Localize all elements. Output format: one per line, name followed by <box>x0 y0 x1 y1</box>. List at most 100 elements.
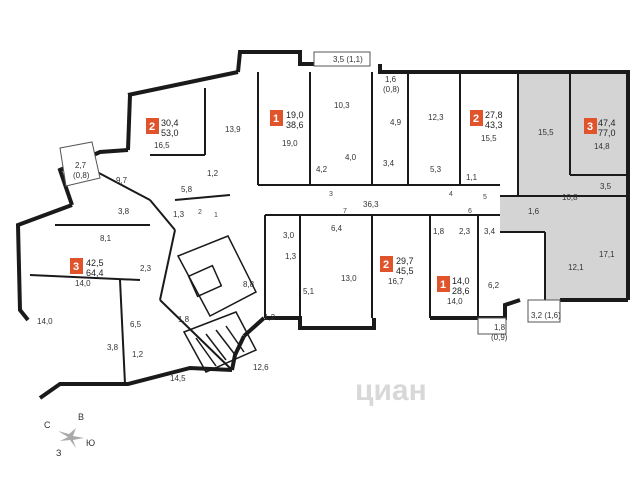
stair-core <box>176 235 258 373</box>
rooms-count: 2 <box>473 113 479 125</box>
room-area: 1,8 <box>178 315 190 324</box>
room-area: 9,7 <box>116 176 128 185</box>
room-area: (0,8) <box>383 85 400 94</box>
apartment-second-area: 64,4 <box>86 268 104 278</box>
room-area: 3,5 (1,1) <box>333 55 363 64</box>
apartment-badge[interactable]: 3 42,5 64,4 <box>70 258 104 278</box>
door-number: 3 <box>329 191 333 198</box>
room-area: 1,8 <box>494 323 506 332</box>
apartment-badge[interactable]: 2 27,8 43,3 <box>470 110 503 130</box>
room-area: 15,5 <box>481 134 497 143</box>
room-area: 1,6 <box>385 75 397 84</box>
room-area: 3,0 <box>283 231 295 240</box>
room-area: 1,2 <box>264 313 276 322</box>
room-area: 6,4 <box>331 224 343 233</box>
inner-walls <box>29 72 628 385</box>
rooms-badge <box>380 256 393 272</box>
room-area: 12,1 <box>568 263 584 272</box>
apartment-badge[interactable]: 3 47,4 77,0 <box>584 118 616 138</box>
compass-star-icon <box>58 428 84 448</box>
room-area: (0,8) <box>73 171 90 180</box>
room-area: 1,2 <box>207 169 219 178</box>
rooms-count: 1 <box>273 113 279 125</box>
room-area: 8,1 <box>100 234 112 243</box>
room-area: 10,8 <box>562 193 578 202</box>
room-area: 13,0 <box>341 274 357 283</box>
room-area-labels: 3,5 (1,1) 10,3 1,6 (0,8) 12,3 13,9 16,5 … <box>37 55 615 383</box>
compass-north: В <box>78 412 84 422</box>
rooms-badge <box>470 110 483 126</box>
room-area: 14,8 <box>594 142 610 151</box>
apartment-badge[interactable]: 1 19,0 38,6 <box>270 110 304 130</box>
apartment-second-area: 43,3 <box>485 120 503 130</box>
room-area: 5,1 <box>303 287 315 296</box>
room-area: 8,8 <box>243 280 255 289</box>
compass-east: Ю <box>86 438 95 448</box>
apartment-badge[interactable]: 2 30,4 53,0 <box>146 118 179 138</box>
room-area: 14,0 <box>75 279 91 288</box>
room-area: 6,5 <box>130 320 142 329</box>
room-area: 1,2 <box>132 350 144 359</box>
apartment-second-area: 28,6 <box>452 286 470 296</box>
apartment-second-area: 53,0 <box>161 128 179 138</box>
rooms-badge <box>70 258 83 274</box>
room-area: 2,3 <box>459 227 471 236</box>
room-area: 12,6 <box>253 363 269 372</box>
watermark: циан <box>355 374 427 407</box>
room-area: 3,2 (1,6) <box>531 311 561 320</box>
room-area: 10,3 <box>334 101 350 110</box>
room-area: 4,9 <box>390 118 402 127</box>
compass-west: С <box>44 420 51 430</box>
apartment-second-area: 77,0 <box>598 128 616 138</box>
rooms-count: 2 <box>383 259 389 271</box>
rooms-badge <box>270 110 283 126</box>
rooms-badge <box>146 118 159 134</box>
room-area: 1,3 <box>285 252 297 261</box>
room-area: 4,0 <box>345 153 357 162</box>
room-area: 17,1 <box>599 250 615 259</box>
room-area: 3,4 <box>383 159 395 168</box>
rooms-badge <box>584 118 597 134</box>
apartment-second-area: 38,6 <box>286 120 304 130</box>
apartment-total-area: 42,5 <box>86 258 104 268</box>
room-area: 16,7 <box>388 277 404 286</box>
door-number: 7 <box>343 208 347 215</box>
room-area: 1,6 <box>528 207 540 216</box>
room-area: 14,0 <box>447 297 463 306</box>
room-area: 1,1 <box>466 173 478 182</box>
compass-south: З <box>56 448 61 458</box>
door-number: 6 <box>468 208 472 215</box>
room-area: 14,5 <box>170 374 186 383</box>
room-area: 14,0 <box>37 317 53 326</box>
room-area: 5,3 <box>430 165 442 174</box>
room-area: 15,5 <box>538 128 554 137</box>
room-area: 2,3 <box>140 264 152 273</box>
room-area: 12,3 <box>428 113 444 122</box>
rooms-count: 1 <box>440 279 446 291</box>
room-area: 5,8 <box>181 185 193 194</box>
apartment-total-area: 47,4 <box>598 118 616 128</box>
room-area: 13,9 <box>225 125 241 134</box>
rooms-count: 3 <box>73 261 79 273</box>
compass: В Ю З С <box>44 412 95 458</box>
apartment-total-area: 14,0 <box>452 276 470 286</box>
door-number: 2 <box>198 209 202 216</box>
room-area: 19,0 <box>282 139 298 148</box>
apartment-total-area: 30,4 <box>161 118 179 128</box>
rooms-count: 2 <box>149 121 155 133</box>
apartment-badge[interactable]: 2 29,7 45,5 <box>380 256 414 276</box>
room-area: 4,2 <box>316 165 328 174</box>
balconies <box>59 51 561 335</box>
rooms-badge <box>437 276 450 292</box>
apartment-badge[interactable]: 1 14,0 28,6 <box>437 276 470 296</box>
room-area: 6,2 <box>488 281 500 290</box>
room-area: 3,5 <box>600 182 612 191</box>
room-area: 36,3 <box>363 200 379 209</box>
apartment-total-area: 27,8 <box>485 110 503 120</box>
apartment-total-area: 19,0 <box>286 110 304 120</box>
door-numbers: 1 2 3 4 5 6 7 <box>198 191 487 219</box>
door-number: 4 <box>449 191 453 198</box>
room-area: 2,7 <box>75 161 87 170</box>
room-area: (0,9) <box>491 333 508 342</box>
